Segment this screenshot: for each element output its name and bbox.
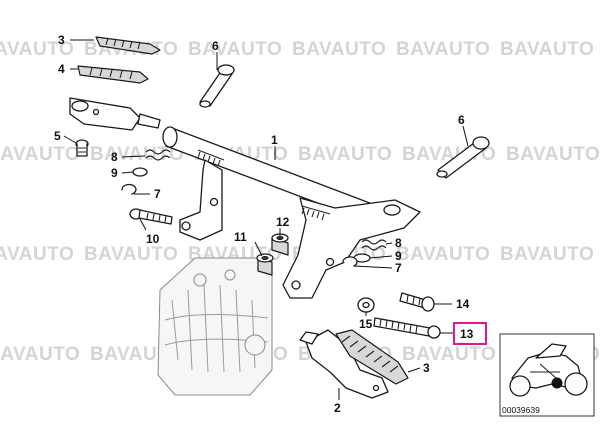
part-11-bushing[interactable] bbox=[256, 253, 274, 276]
callout-c-9a: 9 bbox=[111, 166, 118, 180]
part-2-footrest-lower[interactable] bbox=[299, 329, 389, 399]
callout-c-3b: 3 bbox=[423, 361, 430, 375]
part-6-pin-right[interactable] bbox=[436, 136, 490, 179]
watermark-text: BAVAUTO bbox=[0, 244, 74, 265]
part-3-rubber-pad-upper[interactable] bbox=[95, 36, 161, 55]
callout-c-13: 13 bbox=[460, 327, 474, 341]
callout-c-3a: 3 bbox=[58, 33, 65, 47]
callout-c-2: 2 bbox=[334, 401, 341, 415]
motorcycle-icon bbox=[509, 343, 588, 397]
leader-lines bbox=[63, 39, 469, 400]
watermark-text: BAVAUTO bbox=[292, 39, 386, 60]
watermark-text: BAVAUTO bbox=[500, 39, 594, 60]
watermark-text: BAVAUTO bbox=[84, 244, 178, 265]
overview-thumbnail: 00039639 bbox=[499, 333, 595, 417]
watermark-text: BAVAUTO bbox=[298, 144, 392, 165]
callout-c-12: 12 bbox=[276, 215, 290, 229]
callout-c-8b: 8 bbox=[395, 236, 402, 250]
part-7-circlip-left[interactable] bbox=[121, 183, 137, 195]
watermark-text: BAVAUTO bbox=[396, 39, 490, 60]
part-8-spring-left[interactable] bbox=[145, 149, 171, 161]
callout-c-15: 15 bbox=[359, 317, 373, 331]
thumbnail-code: 00039639 bbox=[502, 405, 540, 415]
part-15-washer[interactable] bbox=[357, 297, 375, 313]
part-8-spring-right[interactable] bbox=[361, 239, 387, 251]
watermark-text: BAVAUTO bbox=[500, 244, 594, 265]
part-7-circlip-right[interactable] bbox=[342, 256, 358, 267]
part-6-pin-left[interactable] bbox=[199, 64, 235, 108]
callout-c-7b: 7 bbox=[395, 261, 402, 275]
callout-c-10: 10 bbox=[146, 232, 160, 246]
callout-c-5: 5 bbox=[54, 129, 61, 143]
callout-c-9b: 9 bbox=[395, 249, 402, 263]
watermark-text: BAVAUTO bbox=[402, 344, 496, 365]
footrest-peg-left[interactable] bbox=[69, 97, 161, 131]
highlight-box-13 bbox=[453, 322, 487, 345]
watermark-text: BAVAUTO bbox=[0, 144, 80, 165]
callout-c-14: 14 bbox=[456, 297, 470, 311]
part-10-bolt[interactable] bbox=[129, 208, 173, 225]
watermark-text: BAVAUTO bbox=[0, 344, 80, 365]
callout-c-1: 1 bbox=[271, 133, 278, 147]
watermark-text: BAVAUTO bbox=[188, 39, 282, 60]
watermark-text: BAVAUTO bbox=[0, 39, 74, 60]
callout-c-6a: 6 bbox=[212, 39, 219, 53]
part-1-footrest-bracket[interactable] bbox=[162, 126, 421, 299]
callout-c-6b: 6 bbox=[458, 113, 465, 127]
callout-c-11: 11 bbox=[234, 230, 247, 244]
watermark-text: BAVAUTO bbox=[506, 144, 600, 165]
part-14-bolt[interactable] bbox=[399, 292, 435, 312]
part-13-long-bolt[interactable] bbox=[373, 317, 441, 339]
location-marker bbox=[551, 377, 563, 389]
engine-block bbox=[157, 257, 273, 396]
part-4-rubber-insert[interactable] bbox=[77, 65, 149, 84]
callout-c-4: 4 bbox=[58, 62, 65, 76]
watermark-text: BAVAUTO bbox=[396, 244, 490, 265]
part-3-rubber-pad-lower[interactable] bbox=[335, 329, 409, 385]
watermark-layer: BAVAUTO BAVAUTO BAVAUTO BAVAUTO BAVAUTO BAVAU… bbox=[0, 39, 600, 365]
callout-c-7a: 7 bbox=[154, 187, 161, 201]
part-5-screw[interactable] bbox=[75, 139, 89, 157]
callout-c-8a: 8 bbox=[111, 150, 118, 164]
part-9-washer-left[interactable] bbox=[132, 167, 148, 177]
